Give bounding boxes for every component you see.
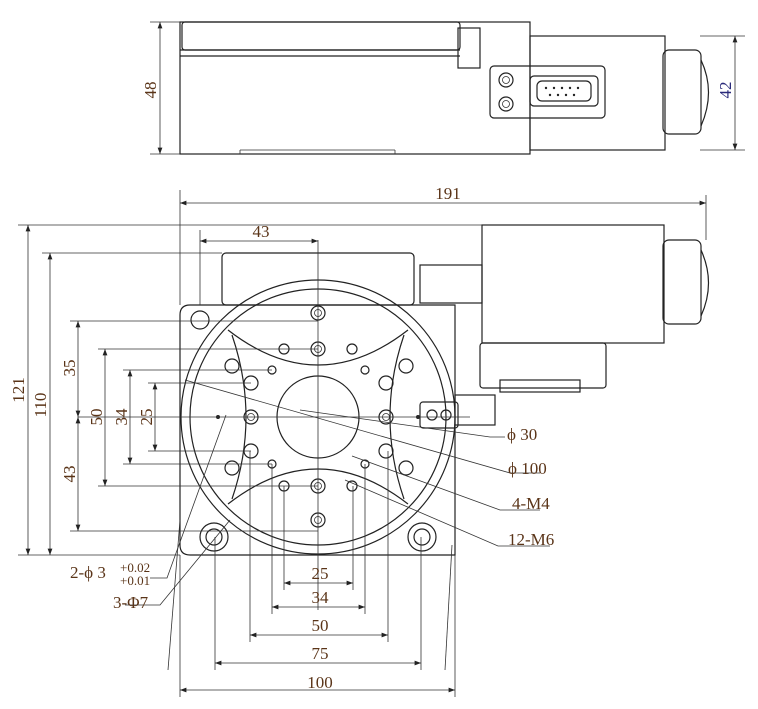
dim-75-bottom: 75 [312, 644, 329, 663]
callout-phi30: ϕ 30 [507, 425, 537, 444]
db9-connector-icon [536, 80, 592, 102]
callout-12-m6: 12-M6 [508, 530, 554, 549]
dim-191: 191 [435, 184, 461, 203]
side-view: 48 42 [141, 21, 745, 155]
dim-110: 110 [31, 393, 50, 418]
dim-50-left: 50 [87, 409, 106, 426]
callout-pin-hole: 2-ϕ 3 [70, 563, 106, 582]
db9-connector-plate [489, 65, 606, 119]
dim-35: 35 [60, 360, 79, 377]
dim-34-bottom: 34 [312, 588, 330, 607]
dim-25-bottom: 25 [312, 564, 329, 583]
dim-121: 121 [9, 377, 28, 403]
motor [529, 35, 666, 151]
stage-body [179, 21, 531, 155]
through-holes [190, 310, 437, 552]
callout-3-phi7: 3-Φ7 [113, 593, 149, 612]
dim-25-left: 25 [137, 409, 156, 426]
plan-view: 191 43 121 110 35 43 50 34 25 25 34 [9, 184, 710, 697]
pin-tol-lower: +0.01 [120, 573, 150, 588]
knob-plan [662, 239, 702, 325]
knob [662, 49, 702, 135]
dim-100-bottom: 100 [307, 673, 333, 692]
m6-holes [224, 305, 414, 528]
dim-motor-42: 42 [716, 82, 735, 99]
dim-34-left: 34 [112, 408, 131, 426]
dim-43-top: 43 [253, 222, 270, 241]
limit-sensor [419, 401, 459, 429]
dim-height-48: 48 [141, 82, 160, 99]
dim-43-left: 43 [60, 466, 79, 483]
dim-50-bottom: 50 [312, 616, 329, 635]
pin-tol-upper: +0.02 [120, 560, 150, 575]
motor-plan [481, 224, 665, 344]
callout-4-m4: 4-M4 [512, 494, 550, 513]
callout-phi100: ϕ 100 [508, 459, 547, 478]
